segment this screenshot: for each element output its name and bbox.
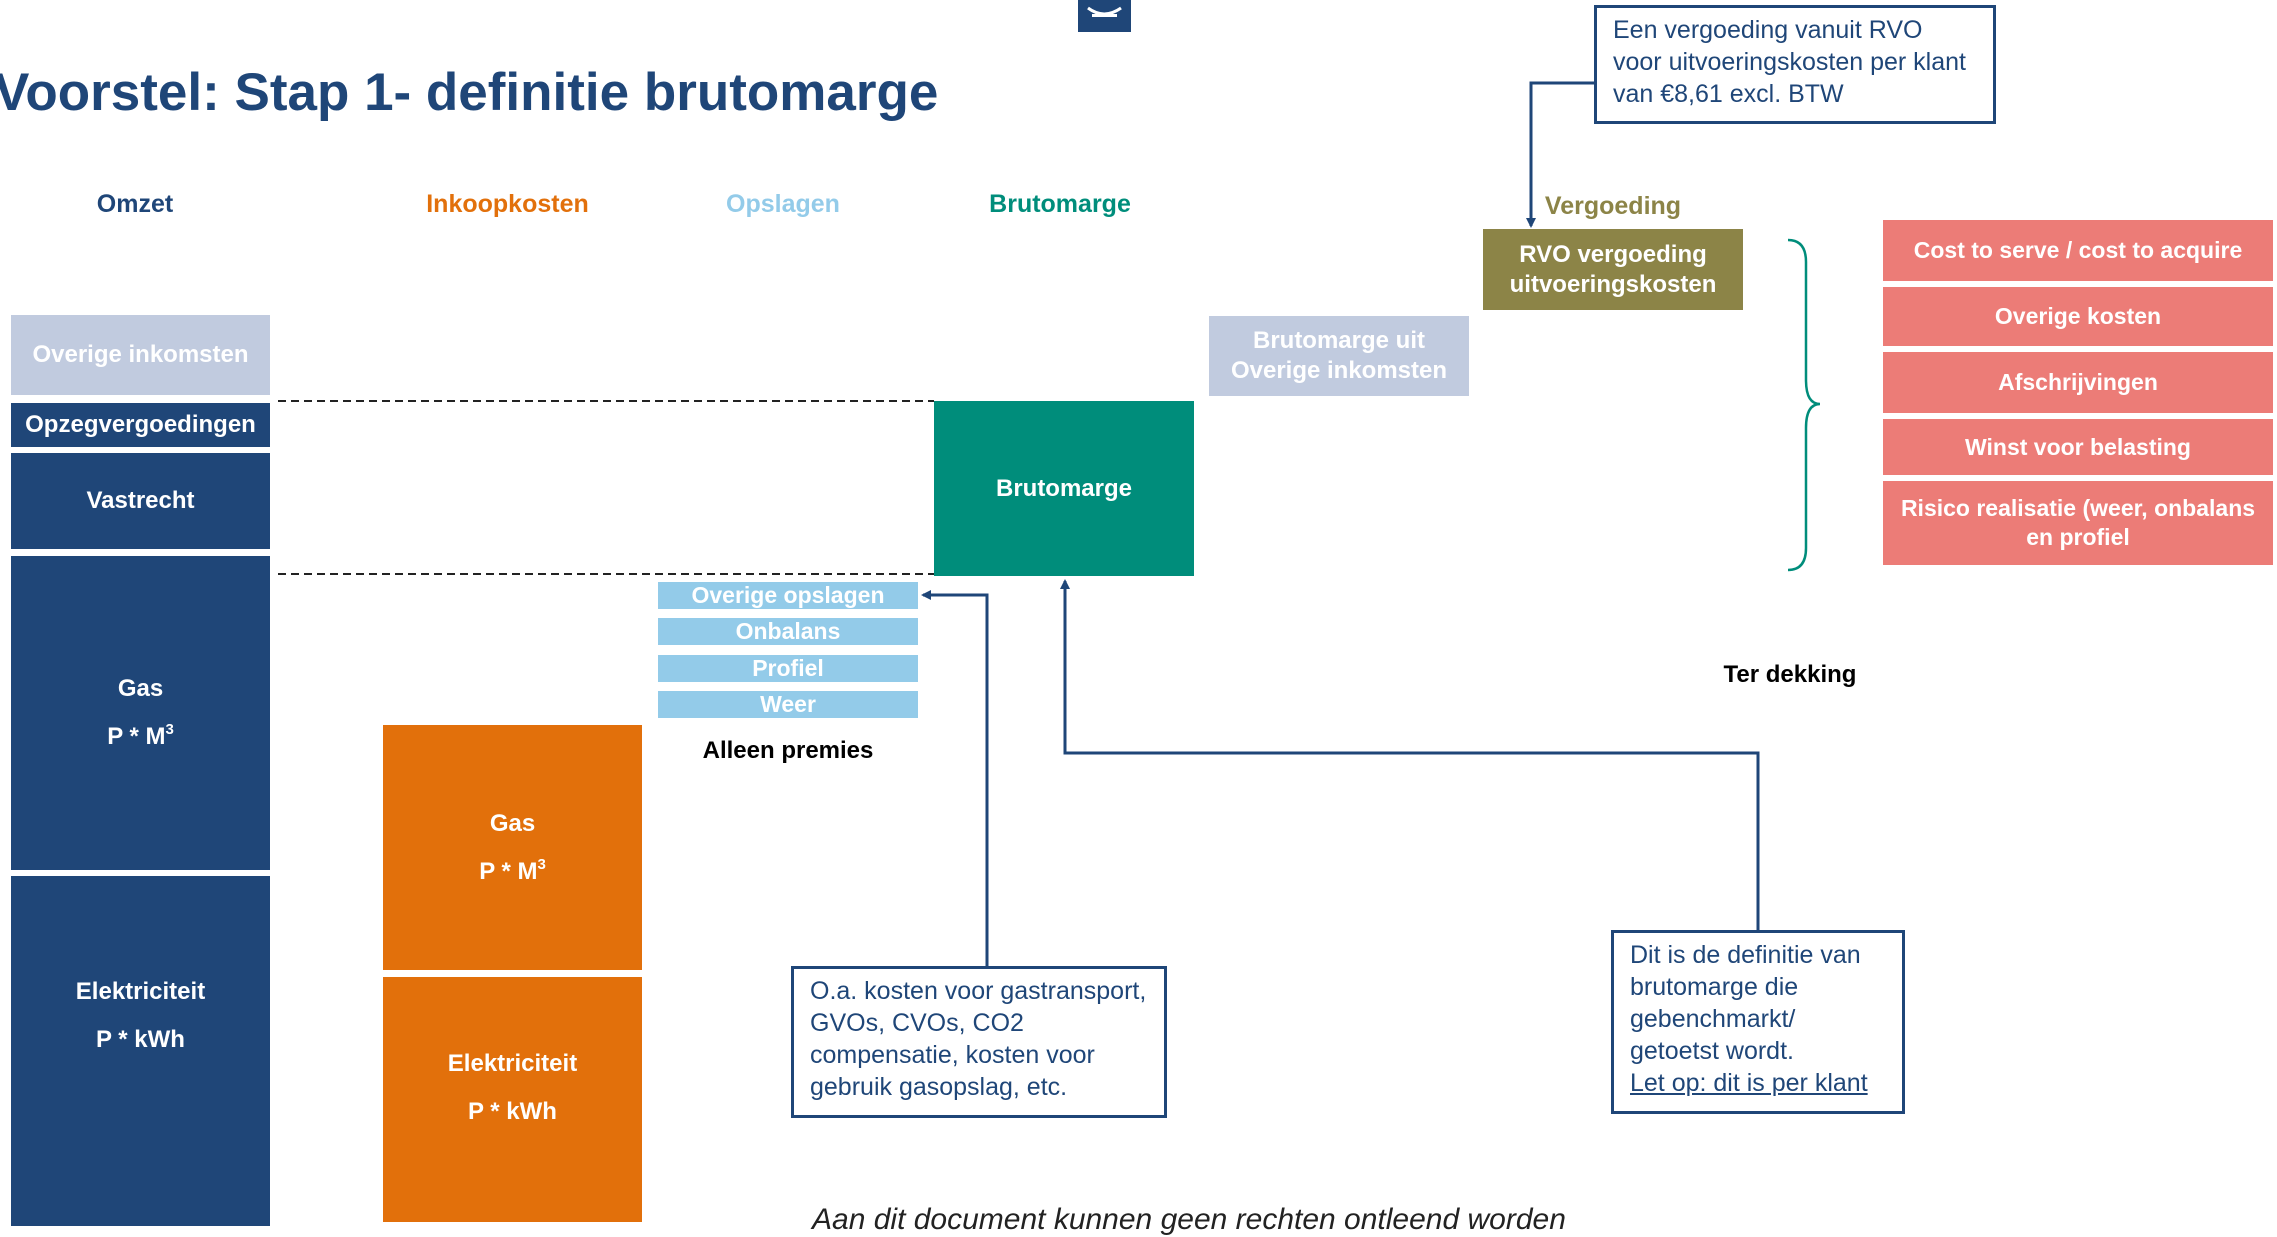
page-title: Voorstel: Stap 1- definitie brutomarge	[0, 63, 939, 122]
opslagen-callout: O.a. kosten voor gastransport, GVOs, CVO…	[791, 966, 1167, 1118]
cost-label: Overige kosten	[1994, 303, 2162, 330]
block-brutomarge: Brutomarge	[934, 401, 1194, 576]
block-label: Vastrecht	[86, 487, 195, 514]
brace-icon	[1787, 238, 1821, 572]
block-onbalans: Onbalans	[658, 618, 918, 645]
callout-text: O.a. kosten voor gastransport, GVOs, CVO…	[810, 977, 1147, 1101]
block-label: Opzegvergoedingen	[25, 411, 256, 438]
cost-label: Cost to serve / cost to acquire	[1913, 237, 2243, 264]
cost-item-overige-kosten: Overige kosten	[1883, 287, 2273, 346]
definitie-callout: Dit is de definitie van brutomarge die g…	[1611, 930, 1905, 1114]
block-profiel: Profiel	[658, 655, 918, 682]
block-formula: P * kWh	[468, 1097, 557, 1125]
block-label: Overige opslagen	[691, 582, 885, 609]
block-label: Onbalans	[735, 618, 841, 645]
column-header-inkoopkosten: Inkoopkosten	[426, 190, 589, 218]
column-header-omzet: Omzet	[96, 190, 174, 218]
callout-text: Een vergoeding vanuit RVO voor uitvoerin…	[1613, 16, 1966, 108]
arrow-definitie-callout	[1060, 579, 1760, 930]
logo	[1078, 0, 1131, 32]
block-inkoop-elektriciteit: Elektriciteit P * kWh	[383, 977, 642, 1222]
cost-label: Winst voor belasting	[1965, 433, 2191, 460]
block-label: Gas	[117, 675, 164, 702]
arrow-opslagen-callout	[921, 590, 989, 966]
cost-item-risico-realisatie: Risico realisatie (weer, onbalans en pro…	[1883, 481, 2273, 565]
block-brutomarge-uit-overige-inkomsten: Brutomarge uit Overige inkomsten	[1209, 316, 1469, 396]
block-label: Profiel	[752, 655, 824, 682]
block-label: Weer	[760, 691, 816, 718]
callout-text: Dit is de definitie van brutomarge die g…	[1630, 941, 1861, 1065]
column-header-opslagen: Opslagen	[726, 190, 840, 218]
cost-label: Risico realisatie (weer, onbalans en pro…	[1900, 495, 2256, 550]
column-header-brutomarge: Brutomarge	[989, 190, 1131, 218]
block-formula: P * kWh	[96, 1026, 185, 1053]
block-label: Elektriciteit	[75, 978, 206, 1005]
block-formula: P * M3	[107, 721, 174, 750]
cost-item-cost-to-serve: Cost to serve / cost to acquire	[1883, 220, 2273, 281]
block-inkoop-gas: Gas P * M3	[383, 725, 642, 970]
cost-item-winst-voor-belasting: Winst voor belasting	[1883, 419, 2273, 475]
block-weer: Weer	[658, 691, 918, 718]
logo-mark-icon	[1087, 6, 1122, 17]
block-opzegvergoedingen: Opzegvergoedingen	[11, 403, 270, 447]
block-rvo-vergoeding: RVO vergoeding uitvoeringskosten	[1483, 229, 1743, 310]
block-label: Overige inkomsten	[32, 341, 249, 368]
rvo-callout: Een vergoeding vanuit RVO voor uitvoerin…	[1594, 5, 1996, 124]
opslagen-note: Alleen premies	[702, 737, 874, 764]
cost-item-afschrijvingen: Afschrijvingen	[1883, 352, 2273, 413]
ter-dekking-label: Ter dekking	[1723, 661, 1857, 688]
block-formula: P * M3	[479, 855, 546, 885]
arrow-rvo-callout	[1526, 81, 1594, 228]
block-label: RVO vergoeding uitvoeringskosten	[1509, 240, 1717, 298]
block-omzet-elektriciteit: Elektriciteit P * kWh	[11, 876, 270, 1226]
block-label: Brutomarge	[995, 474, 1133, 502]
block-label: Brutomarge uit Overige inkomsten	[1230, 327, 1448, 384]
cost-label: Afschrijvingen	[1998, 369, 2158, 396]
column-header-vergoeding: Vergoeding	[1544, 192, 1682, 220]
block-label: Gas	[489, 809, 536, 837]
block-vastrecht: Vastrecht	[11, 453, 270, 549]
block-label: Elektriciteit	[447, 1049, 578, 1077]
block-omzet-gas: Gas P * M3	[11, 556, 270, 870]
block-overige-opslagen: Overige opslagen	[658, 582, 918, 609]
callout-link[interactable]: Let op: dit is per klant	[1630, 1069, 1868, 1097]
block-overige-inkomsten: Overige inkomsten	[11, 315, 270, 395]
